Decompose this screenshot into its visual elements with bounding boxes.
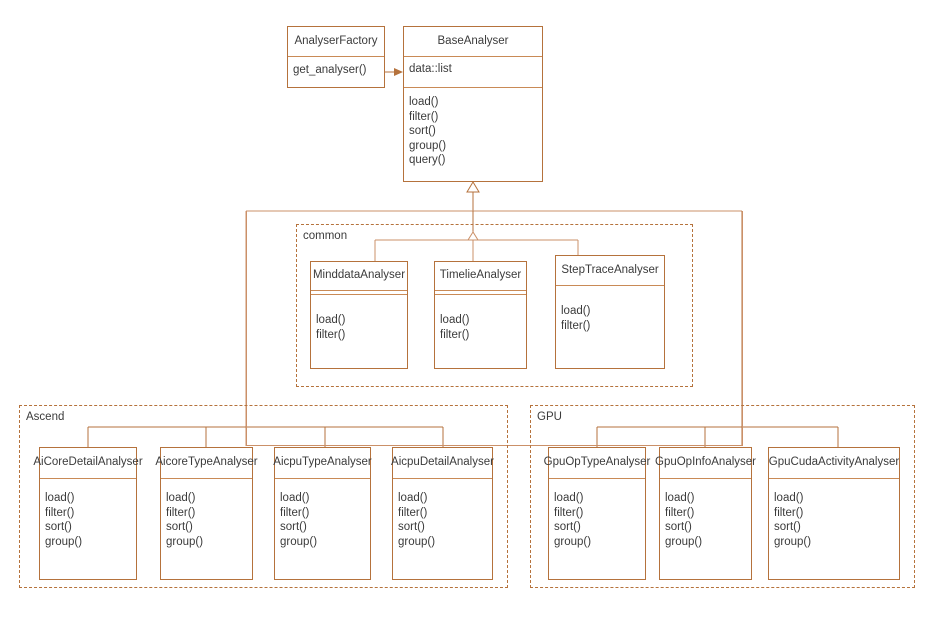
class-operations: load() filter() sort() group() (161, 479, 252, 579)
operation-item: filter() (166, 506, 196, 519)
association-factory-to-base (385, 68, 403, 76)
package-common-label: common (301, 230, 350, 243)
operation-item: group() (774, 535, 812, 548)
operation-item: sort() (280, 521, 307, 534)
operation-item: load() (398, 492, 428, 504)
class-minddata-analyser[interactable]: MinddataAnalyser load() filter() (310, 261, 408, 369)
class-base-analyser[interactable]: BaseAnalyser data::list load() filter() … (403, 26, 543, 182)
operation-item: sort() (665, 521, 692, 534)
class-name: AicpuTypeAnalyser (273, 448, 372, 479)
package-gpu (530, 405, 915, 588)
operation-item: filter() (409, 110, 439, 123)
operation-item: load() (561, 305, 591, 317)
operation-item: filter() (316, 328, 346, 341)
attribute-item: data::list (409, 63, 452, 75)
operation-item: load() (554, 492, 584, 504)
operation-item: load() (166, 492, 196, 504)
operation-item: filter() (280, 506, 310, 519)
generalization-base-stem (466, 181, 480, 211)
class-aicoredetail-analyser[interactable]: AiCoreDetailAnalyser load() filter() sor… (33, 447, 143, 580)
class-gpucudaactivity-analyser[interactable]: GpuCudaActivityAnalyser load() filter() … (768, 447, 900, 580)
class-timelie-analyser[interactable]: TimelieAnalyser load() filter() (434, 261, 527, 369)
operation-item: group() (45, 535, 83, 548)
class-name: GpuCudaActivityAnalyser (769, 448, 899, 479)
class-name: GpuOpTypeAnalyser (544, 448, 650, 479)
class-operations: get_analyser() (288, 57, 384, 87)
class-operations: load() filter() (556, 286, 664, 368)
operation-item: filter() (398, 506, 428, 519)
operation-item: sort() (774, 521, 801, 534)
operation-item: filter() (554, 506, 584, 519)
operation-item: load() (316, 314, 346, 326)
operation-item: filter() (774, 506, 804, 519)
operation-item: group() (554, 535, 592, 548)
class-aicputype-analyser[interactable]: AicpuTypeAnalyser load() filter() sort()… (273, 447, 372, 580)
class-operations: load() filter() sort() group() (393, 479, 492, 579)
class-operations: load() filter() sort() group() (40, 479, 136, 579)
operation-item: filter() (45, 506, 75, 519)
package-common (296, 224, 693, 387)
operation-item: filter() (561, 319, 591, 332)
class-analyser-factory[interactable]: AnalyserFactory get_analyser() (287, 26, 385, 88)
class-name: TimelieAnalyser (435, 262, 526, 291)
operation-item: group() (166, 535, 204, 548)
class-gpuopinfo-analyser[interactable]: GpuOpInfoAnalyser load() filter() sort()… (655, 447, 756, 580)
class-name: AiCoreDetailAnalyser (33, 448, 143, 479)
operation-item: sort() (398, 521, 425, 534)
class-operations: load() filter() (311, 295, 407, 368)
operation-item: query() (409, 154, 446, 167)
class-operations: load() filter() sort() group() (549, 479, 645, 579)
class-operations: load() filter() sort() group() (769, 479, 899, 579)
class-name: AnalyserFactory (288, 27, 384, 57)
class-operations: load() filter() sort() group() query() (404, 88, 542, 181)
operation-item: sort() (409, 125, 436, 138)
class-name: AicpuDetailAnalyser (391, 448, 494, 479)
class-name: StepTraceAnalyser (556, 256, 664, 286)
operation-item: load() (774, 492, 804, 504)
operation-item: load() (665, 492, 695, 504)
class-attributes (311, 291, 407, 295)
class-operations: load() filter() sort() group() (275, 479, 370, 579)
class-operations: load() filter() (435, 295, 526, 368)
class-gpuoptype-analyser[interactable]: GpuOpTypeAnalyser load() filter() sort()… (544, 447, 650, 580)
operation-item: group() (398, 535, 436, 548)
class-name: BaseAnalyser (404, 27, 542, 57)
operation-item: filter() (665, 506, 695, 519)
operation-item: load() (440, 314, 470, 326)
operation-item: group() (409, 139, 447, 152)
operation-item: filter() (440, 328, 470, 341)
operation-item: load() (409, 96, 439, 108)
operation-item: group() (665, 535, 703, 548)
class-attributes (435, 291, 526, 295)
outer-frame (246, 211, 743, 446)
operation-item: sort() (45, 521, 72, 534)
operation-item: sort() (166, 521, 193, 534)
class-name: AicoreTypeAnalyser (155, 448, 258, 479)
package-gpu-label: GPU (535, 411, 564, 424)
package-ascend (19, 405, 508, 588)
class-aicpudetail-analyser[interactable]: AicpuDetailAnalyser load() filter() sort… (391, 447, 494, 580)
operation-item: get_analyser() (293, 64, 367, 76)
class-name: MinddataAnalyser (311, 262, 407, 291)
class-name: GpuOpInfoAnalyser (655, 448, 756, 479)
operation-item: load() (45, 492, 75, 504)
class-attributes: data::list (404, 57, 542, 88)
class-operations: load() filter() sort() group() (660, 479, 751, 579)
class-aicoretype-analyser[interactable]: AicoreTypeAnalyser load() filter() sort(… (155, 447, 258, 580)
operation-item: group() (280, 535, 318, 548)
class-steptrace-analyser[interactable]: StepTraceAnalyser load() filter() (555, 255, 665, 369)
operation-item: sort() (554, 521, 581, 534)
package-ascend-label: Ascend (24, 411, 67, 424)
operation-item: load() (280, 492, 310, 504)
